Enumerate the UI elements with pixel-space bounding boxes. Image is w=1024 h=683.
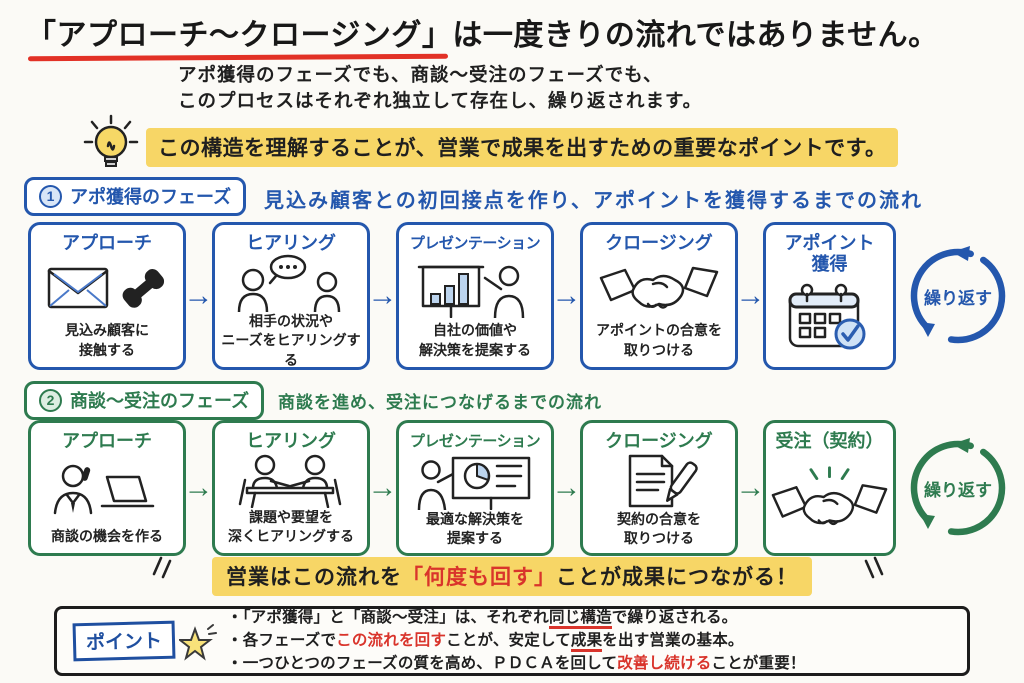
phase2-step-closing: クロージング 契約の合意を 取りつける	[580, 420, 738, 556]
pie-chart-presentation-icon	[403, 452, 547, 510]
flow-arrow-icon: →	[367, 279, 398, 312]
star-icon	[179, 624, 218, 661]
phase2-step-hearing: ヒアリング 課題や要望を 深くヒアリングする	[212, 420, 370, 556]
step-title: ヒアリング	[246, 233, 336, 253]
title-emphasis: 「アプローチ〜クロージング」	[26, 10, 452, 54]
salesperson-phone-laptop-icon	[35, 452, 179, 527]
phase2-step-presentation: プレゼンテーション 最適な解決策を 提案する	[396, 420, 554, 556]
phase2-header: 2 商談〜受注のフェーズ	[24, 381, 265, 420]
sparkle-ticks-left-icon	[152, 556, 172, 579]
flow-arrow-icon: →	[183, 279, 214, 312]
sparkle-ticks-right-icon	[864, 556, 884, 579]
conclusion-banner: 営業はこの流れを「何度も回す」ことが成果につながる！	[0, 557, 1024, 596]
step-title: ヒアリング	[246, 431, 336, 451]
phase1-number-badge: 1	[39, 184, 62, 208]
intro-text: アポ獲得のフェーズでも、商談〜受注のフェーズでも、 このプロセスはそれぞれ独立し…	[178, 62, 702, 114]
step-caption: 商談の機会を作る	[51, 527, 163, 544]
step-caption: 契約の合意を 取りつける	[617, 511, 701, 547]
step-title: クロージング	[605, 233, 713, 253]
point-bullet-2: ・各フェーズでこの流れを回すことが、安定して成果を出す営業の基本。	[227, 630, 806, 652]
envelope-phone-icon	[35, 254, 179, 321]
step-title: クロージング	[605, 431, 713, 451]
flow-arrow-icon: →	[551, 279, 582, 312]
lightbulb-icon	[83, 114, 139, 167]
point-label-wrap: ポイント	[72, 620, 218, 662]
meeting-table-icon	[219, 452, 363, 508]
phase2-description: 商談を進め、受注につなげるまでの流れ	[278, 393, 602, 412]
phase1-step-approach: アプローチ 見込み顧客に 接触する	[28, 222, 186, 370]
calendar-check-icon	[770, 275, 889, 360]
point-bullet-1: ・「アポ獲得」と「商談〜受注」は、それぞれ同じ構造で繰り返される。	[227, 607, 806, 629]
step-title: アプローチ	[62, 431, 152, 451]
conclusion-post: ことが成果につながる！	[556, 566, 798, 589]
phase2-label: 商談〜受注のフェーズ	[70, 391, 250, 411]
point-label: ポイント	[72, 620, 176, 662]
phase1-description: 見込み顧客との初回接点を作り、アポイントを獲得するまでの流れ	[264, 190, 923, 212]
step-caption: 最適な解決策を 提案する	[426, 511, 524, 547]
step-caption: 課題や要望を 深くヒアリングする	[228, 509, 354, 545]
repeat-label: 繰り返す	[924, 480, 992, 500]
phase2-number-badge: 2	[39, 388, 62, 412]
step-title: アプローチ	[62, 233, 152, 253]
phase1-label: アポ獲得のフェーズ	[70, 187, 232, 207]
conclusion-emphasis: 「何度も回す」	[402, 566, 556, 589]
step-title: プレゼンテーション	[409, 235, 541, 252]
step-caption: アポイントの合意を 取りつける	[596, 322, 722, 358]
intro-line-1: アポ獲得のフェーズでも、商談〜受注のフェーズでも、	[178, 64, 663, 85]
point-bullet-3: ・一つひとつのフェーズの質を高め、ＰＤＣＡを回して改善し続けることが重要！	[227, 655, 806, 672]
phase1-step-appointment: アポイント 獲得	[763, 222, 896, 370]
phase1-step-hearing: ヒアリング 相手の状況や ニーズをヒアリングする	[212, 222, 370, 370]
phase2-step-order: 受注（契約）	[763, 420, 896, 556]
phase1-step-closing: クロージング アポイントの合意を 取りつける	[580, 222, 738, 370]
flow-arrow-icon: →	[551, 471, 582, 504]
phase2-step-approach: アプローチ 商談の機会を作る	[28, 420, 186, 556]
key-message: この構造を理解することが、営業で成果を出すための重要なポイントです。	[146, 128, 899, 167]
step-caption: 相手の状況や ニーズをヒアリングする	[221, 313, 361, 368]
step-caption: 見込み顧客に 接触する	[65, 322, 149, 358]
flow-arrow-icon: →	[367, 471, 398, 504]
conclusion-pre: 営業はこの流れを	[226, 566, 402, 589]
flow-arrow-icon: →	[735, 279, 766, 312]
step-title: プレゼンテーション	[409, 433, 541, 450]
handshake-icon	[587, 254, 731, 321]
step-caption: 自社の価値や 解決策を提案する	[419, 322, 531, 358]
point-box: ポイント ・「アポ獲得」と「商談〜受注」は、それぞれ同じ構造で繰り返される。 ・…	[54, 606, 970, 676]
phase1-step-presentation: プレゼンテーション 自社の価値や 解決策を提案する	[396, 222, 554, 370]
repeat-cycle-icon-phase1: 繰り返す	[902, 240, 1014, 352]
phase1-header: 1 アポ獲得のフェーズ	[24, 177, 247, 216]
handshake-success-icon	[770, 452, 889, 546]
two-people-talk-icon	[219, 254, 363, 312]
page-title: 「アプローチ〜クロージング」は一度きりの流れではありません。	[26, 10, 939, 54]
point-bullets: ・「アポ獲得」と「商談〜受注」は、それぞれ同じ構造で繰り返される。 ・各フェーズ…	[227, 607, 806, 675]
contract-pen-icon	[587, 452, 731, 510]
step-title: アポイント 獲得	[784, 233, 875, 274]
step-title: 受注（契約）	[775, 431, 884, 451]
repeat-cycle-icon-phase2: 繰り返す	[902, 432, 1014, 544]
bar-chart-presentation-icon	[403, 254, 547, 321]
flow-arrow-icon: →	[183, 471, 214, 504]
title-rest: は一度きりの流れではありません。	[452, 19, 939, 52]
repeat-label: 繰り返す	[924, 288, 992, 308]
flow-arrow-icon: →	[735, 471, 766, 504]
intro-line-2: このプロセスはそれぞれ独立して存在し、繰り返されます。	[178, 90, 703, 111]
